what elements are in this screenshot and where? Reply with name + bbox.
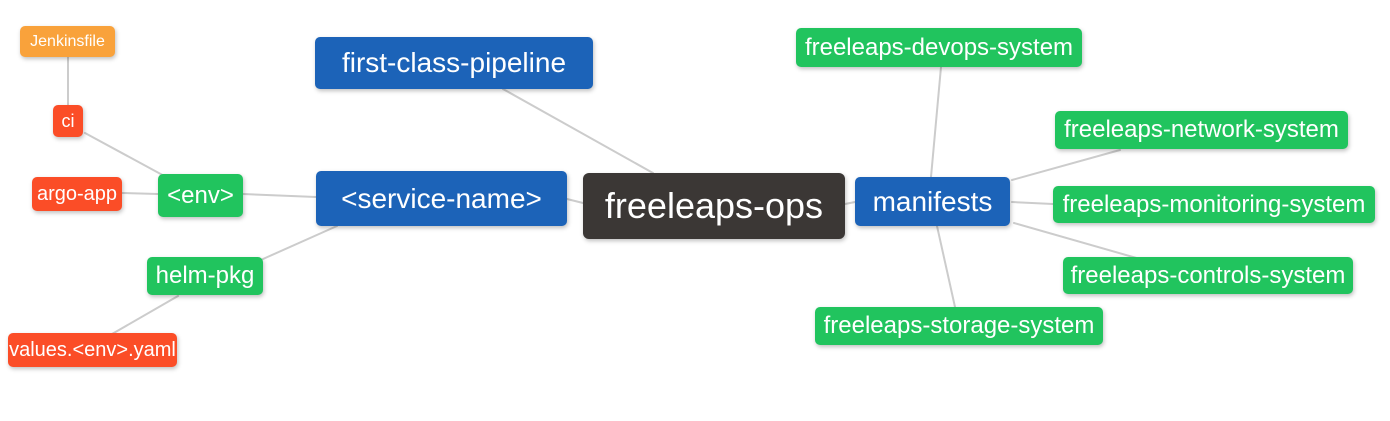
edge-manifests-monitoring-system: [1011, 201, 1054, 205]
edge-manifests-network-system: [1011, 149, 1121, 181]
edge-manifests-controls-system: [1013, 222, 1141, 260]
node-manifests[interactable]: manifests: [855, 177, 1010, 226]
edge-freeleaps-ops-manifests: [844, 201, 856, 205]
edge-pipeline-freeleaps-ops: [502, 88, 654, 174]
node-argo-app[interactable]: argo-app: [32, 177, 122, 211]
edge-values-helm-pkg: [111, 295, 179, 335]
node-network-system[interactable]: freeleaps-network-system: [1055, 111, 1348, 149]
node-jenkinsfile[interactable]: Jenkinsfile: [20, 26, 115, 57]
node-service-name[interactable]: <service-name>: [316, 171, 567, 226]
edge-service-name-freeleaps-ops: [566, 198, 584, 204]
node-helm-pkg[interactable]: helm-pkg: [147, 257, 263, 295]
edge-manifests-devops-system: [930, 66, 942, 178]
node-values-env-yaml[interactable]: values.<env>.yaml: [8, 333, 177, 367]
node-monitoring-system[interactable]: freeleaps-monitoring-system: [1053, 186, 1375, 223]
edge-ci-env: [84, 132, 169, 179]
node-controls-system[interactable]: freeleaps-controls-system: [1063, 257, 1353, 294]
node-storage-system[interactable]: freeleaps-storage-system: [815, 307, 1103, 345]
node-devops-system[interactable]: freeleaps-devops-system: [796, 28, 1082, 67]
node-first-class-pipeline[interactable]: first-class-pipeline: [315, 37, 593, 89]
edge-helm-pkg-service-name: [262, 225, 338, 260]
node-freeleaps-ops-root[interactable]: freeleaps-ops: [583, 173, 845, 239]
node-env[interactable]: <env>: [158, 174, 243, 217]
node-ci[interactable]: ci: [53, 105, 83, 137]
edge-env-service-name: [242, 193, 317, 198]
edge-manifests-storage-system: [936, 225, 956, 308]
edge-argo-app-env: [121, 192, 159, 195]
